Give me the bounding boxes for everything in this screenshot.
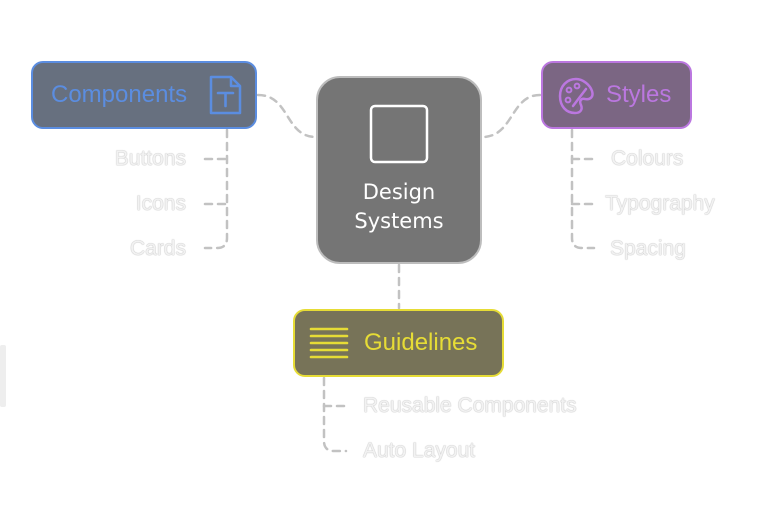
leaf-typography[interactable]: Typography <box>605 192 715 215</box>
guidelines-node[interactable]: Guidelines <box>293 309 504 377</box>
leaf-spacing[interactable]: Spacing <box>610 237 686 260</box>
styles-node[interactable]: Styles <box>541 61 692 129</box>
paint-palette-icon <box>558 77 594 115</box>
leaf-buttons[interactable]: Buttons <box>114 147 186 170</box>
square-icon <box>369 104 429 164</box>
connector-styles-tree <box>570 128 596 250</box>
guidelines-label: Guidelines <box>364 329 478 356</box>
text-document-icon <box>209 75 242 115</box>
center-node[interactable]: Design Systems <box>316 76 482 264</box>
leaf-reusable-components[interactable]: Reusable Components <box>363 394 577 417</box>
leaf-colours[interactable]: Colours <box>611 147 684 170</box>
center-title-line-2: Systems <box>354 209 444 233</box>
leaf-icons[interactable]: Icons <box>135 192 186 215</box>
connector-components-tree <box>203 128 229 250</box>
connector-components-center <box>256 93 318 139</box>
components-label: Components <box>51 81 188 108</box>
connector-guidelines-tree <box>322 376 348 453</box>
leaf-auto-layout[interactable]: Auto Layout <box>363 439 476 462</box>
center-title-line-1: Design <box>362 180 436 204</box>
styles-label: Styles <box>606 81 672 108</box>
text-lines-icon <box>309 327 349 359</box>
leaf-cards[interactable]: Cards <box>129 237 186 260</box>
components-node[interactable]: Components <box>31 61 257 129</box>
connector-styles-center <box>480 93 542 139</box>
partial-edge-element <box>0 345 6 407</box>
